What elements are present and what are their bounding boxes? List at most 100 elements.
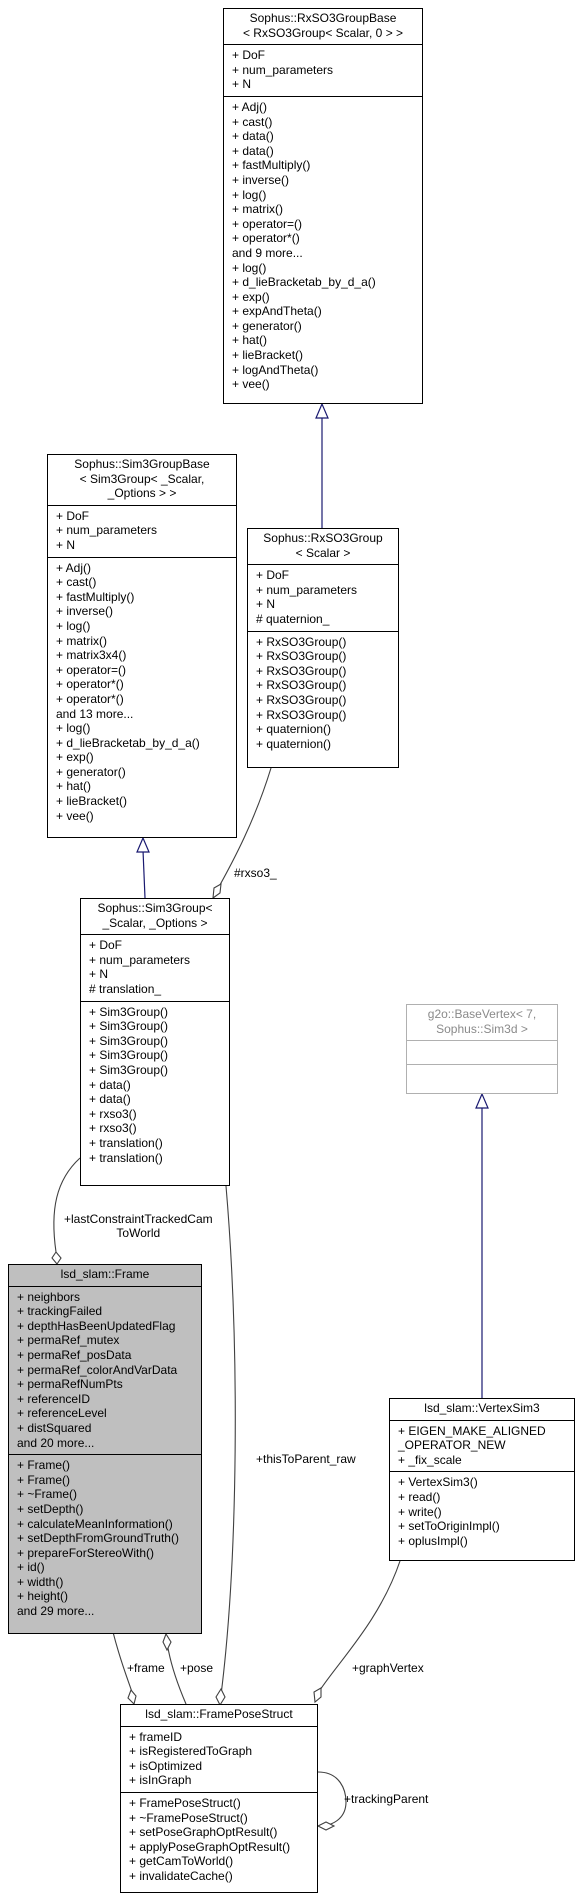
method-list: + VertexSim3() + read() + write() + setT… bbox=[390, 1471, 574, 1552]
attribute-item: + referenceID bbox=[17, 1391, 91, 1406]
attribute-item: + N bbox=[256, 597, 276, 612]
attribute-item: + trackingFailed bbox=[17, 1304, 103, 1319]
attribute-item: + isOptimized bbox=[129, 1758, 203, 1773]
attribute-item: _OPERATOR_NEW bbox=[398, 1438, 506, 1453]
method-item: + log() bbox=[56, 618, 91, 633]
class-vertexsim3[interactable]: lsd_slam::VertexSim3 + EIGEN_MAKE_ALIGNE… bbox=[389, 1398, 575, 1561]
attribute-item: + DoF bbox=[56, 508, 90, 523]
class-rxso3group[interactable]: Sophus::RxSO3Group < Scalar > + DoF + nu… bbox=[247, 528, 399, 768]
method-item: + cast() bbox=[232, 114, 273, 129]
method-item: + lieBracket() bbox=[56, 794, 128, 809]
class-rxso3groupbase[interactable]: Sophus::RxSO3GroupBase < RxSO3Group< Sca… bbox=[223, 8, 423, 404]
attribute-list: + DoF + num_parameters + N # quaternion_ bbox=[248, 564, 398, 630]
method-item: + data() bbox=[232, 129, 274, 144]
method-item: + RxSO3Group() bbox=[256, 663, 347, 678]
inherit-arrowhead-sim3group bbox=[136, 836, 150, 853]
method-item: + logAndTheta() bbox=[232, 362, 319, 377]
method-item: + RxSO3Group() bbox=[256, 634, 347, 649]
method-item: + Adj() bbox=[232, 99, 268, 114]
attribute-list: + EIGEN_MAKE_ALIGNED _OPERATOR_NEW + _fi… bbox=[390, 1419, 574, 1472]
class-sim3groupbase[interactable]: Sophus::Sim3GroupBase < Sim3Group< _Scal… bbox=[47, 454, 237, 838]
class-basevertex[interactable]: g2o::BaseVertex< 7, Sophus::Sim3d > bbox=[406, 1004, 558, 1094]
method-list: + FramePoseStruct() + ~FramePoseStruct()… bbox=[121, 1791, 317, 1888]
method-item: + log() bbox=[232, 260, 267, 275]
attribute-item: + frameID bbox=[129, 1729, 183, 1744]
assoc-edge-pose bbox=[167, 1647, 187, 1705]
attribute-item: + N bbox=[232, 77, 252, 92]
assoc-diamond-rxso3 bbox=[212, 882, 222, 900]
method-item: + write() bbox=[398, 1504, 442, 1519]
class-title: Sophus::Sim3Group< _Scalar, _Options > bbox=[97, 901, 213, 930]
attribute-item: # translation_ bbox=[89, 981, 162, 996]
assoc-diamond-this-to-parent bbox=[215, 1687, 226, 1707]
class-title: lsd_slam::FramePoseStruct bbox=[145, 1707, 293, 1721]
edge-label-last-constraint: +lastConstraintTrackedCam ToWorld bbox=[64, 1212, 213, 1240]
method-item: + generator() bbox=[56, 764, 126, 779]
method-item: + fastMultiply() bbox=[56, 589, 135, 604]
attribute-list: + frameID + isRegisteredToGraph + isOpti… bbox=[121, 1725, 317, 1792]
method-item: + vee() bbox=[232, 377, 270, 392]
attribute-item: + EIGEN_MAKE_ALIGNED bbox=[398, 1423, 546, 1438]
class-sim3group[interactable]: Sophus::Sim3Group< _Scalar, _Options > +… bbox=[80, 898, 230, 1186]
method-item: + width() bbox=[17, 1574, 64, 1589]
method-item: + data() bbox=[89, 1077, 131, 1092]
inherit-edge-sim3group bbox=[142, 849, 146, 899]
method-list: + Adj() + cast() + fastMultiply() + inve… bbox=[48, 556, 236, 828]
assoc-edge-tracking-parent bbox=[317, 1771, 347, 1827]
method-item: + quaternion() bbox=[256, 722, 332, 737]
more-methods: and 29 more... bbox=[17, 1604, 95, 1619]
class-title: lsd_slam::VertexSim3 bbox=[424, 1401, 540, 1415]
method-item: + RxSO3Group() bbox=[256, 692, 347, 707]
assoc-diamond-pose bbox=[162, 1632, 172, 1652]
assoc-diamond-last-constraint bbox=[51, 1251, 62, 1265]
method-item: + prepareForStereoWith() bbox=[17, 1545, 155, 1560]
method-item: + Frame() bbox=[17, 1458, 71, 1473]
method-item: + translation() bbox=[89, 1135, 163, 1150]
method-item: + height() bbox=[17, 1589, 69, 1604]
method-item: + Sim3Group() bbox=[89, 1048, 169, 1063]
attribute-item: + permaRef_mutex bbox=[17, 1333, 120, 1348]
method-item: + Sim3Group() bbox=[89, 1062, 169, 1077]
class-frame[interactable]: lsd_slam::Frame + neighbors + trackingFa… bbox=[8, 1264, 202, 1634]
method-list: + RxSO3Group() + RxSO3Group() + RxSO3Gro… bbox=[248, 630, 398, 756]
attribute-list: + neighbors + trackingFailed + depthHasB… bbox=[9, 1285, 201, 1455]
method-item: + Frame() bbox=[17, 1472, 71, 1487]
method-item: + rxso3() bbox=[89, 1106, 137, 1121]
method-item: + log() bbox=[56, 721, 91, 736]
method-item: + Sim3Group() bbox=[89, 1033, 169, 1048]
method-item: + VertexSim3() bbox=[398, 1475, 478, 1490]
method-item: + hat() bbox=[56, 779, 92, 794]
edge-label-frame: +frame bbox=[127, 1661, 165, 1675]
method-item: + calculateMeanInformation() bbox=[17, 1516, 173, 1531]
assoc-edge-frame bbox=[112, 1631, 133, 1693]
attribute-list bbox=[407, 1040, 557, 1064]
method-item: + setPoseGraphOptResult() bbox=[129, 1825, 278, 1840]
edge-label-pose: +pose bbox=[180, 1661, 214, 1675]
attribute-item: + depthHasBeenUpdatedFlag bbox=[17, 1318, 176, 1333]
class-title: lsd_slam::Frame bbox=[60, 1267, 150, 1281]
attribute-item: + num_parameters bbox=[232, 62, 334, 77]
attribute-item: # quaternion_ bbox=[256, 611, 330, 626]
more-methods: and 9 more... bbox=[232, 245, 303, 260]
method-item: + RxSO3Group() bbox=[256, 678, 347, 693]
method-item: + rxso3() bbox=[89, 1121, 137, 1136]
method-item: + invalidateCache() bbox=[129, 1868, 233, 1883]
assoc-edge-graph-vertex bbox=[319, 1560, 401, 1691]
class-frameposestruct[interactable]: lsd_slam::FramePoseStruct + frameID + is… bbox=[120, 1704, 318, 1893]
method-item: + operator=() bbox=[56, 662, 127, 677]
attribute-item: + DoF bbox=[89, 938, 123, 953]
more-methods: and 13 more... bbox=[56, 706, 134, 721]
method-item: + inverse() bbox=[232, 172, 290, 187]
class-title: Sophus::RxSO3Group < Scalar > bbox=[263, 531, 383, 560]
method-item: + Sim3Group() bbox=[89, 1019, 169, 1034]
class-title: g2o::BaseVertex< 7, Sophus::Sim3d > bbox=[427, 1007, 537, 1036]
method-item: + d_lieBracketab_by_d_a() bbox=[56, 735, 200, 750]
edge-label-graph-vertex: +graphVertex bbox=[352, 1661, 424, 1675]
attribute-item: + referenceLevel bbox=[17, 1406, 107, 1421]
method-item: + operator*() bbox=[56, 677, 124, 692]
method-item: + matrix() bbox=[232, 202, 283, 217]
edge-label-rxso3: #rxso3_ bbox=[234, 866, 277, 880]
attribute-list: + DoF + num_parameters + N bbox=[48, 504, 236, 557]
method-item: + oplusImpl() bbox=[398, 1533, 468, 1548]
assoc-diamond-graph-vertex bbox=[313, 1687, 322, 1704]
